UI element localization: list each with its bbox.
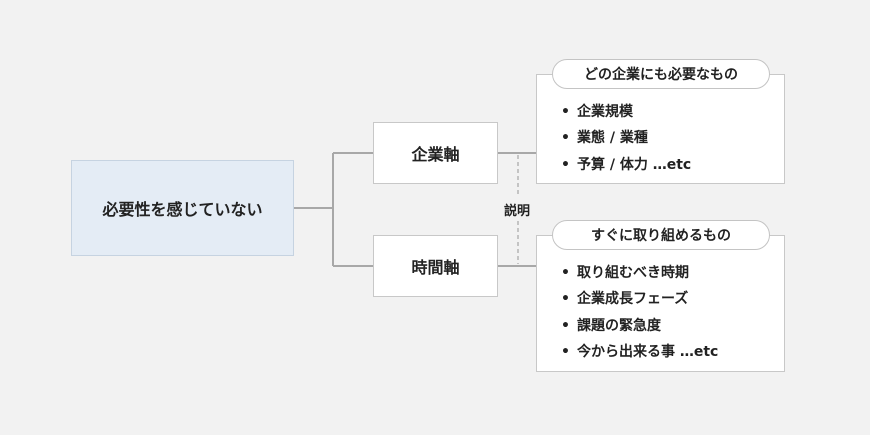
- list-item: 業態 / 業種: [561, 125, 691, 152]
- list-item: 取り組むべき時期: [561, 260, 718, 287]
- detail-box-company: 企業規模 業態 / 業種 予算 / 体力 …etc: [536, 74, 785, 184]
- list-item: 企業成長フェーズ: [561, 286, 718, 313]
- link-label-explanation: 説明: [504, 204, 531, 219]
- axis-label-time: 時間軸: [411, 258, 460, 277]
- detail-box-time: 取り組むべき時期 企業成長フェーズ 課題の緊急度 今から出来る事 …etc: [536, 235, 785, 372]
- detail-title-time-label: すぐに取り組めるもの: [591, 228, 731, 244]
- detail-title-company-label: どの企業にも必要なもの: [584, 67, 738, 83]
- detail-list-company: 企業規模 業態 / 業種 予算 / 体力 …etc: [561, 99, 691, 178]
- axis-node-company: 企業軸: [373, 122, 498, 184]
- axis-label-company: 企業軸: [411, 145, 460, 164]
- root-label: 必要性を感じていない: [102, 200, 263, 219]
- axis-node-time: 時間軸: [373, 235, 498, 297]
- detail-list-time: 取り組むべき時期 企業成長フェーズ 課題の緊急度 今から出来る事 …etc: [561, 260, 718, 365]
- list-item: 企業規模: [561, 99, 691, 126]
- root-node: 必要性を感じていない: [71, 160, 294, 256]
- detail-title-company: どの企業にも必要なもの: [552, 59, 770, 89]
- list-item: 予算 / 体力 …etc: [561, 152, 691, 179]
- list-item: 今から出来る事 …etc: [561, 339, 718, 366]
- detail-title-time: すぐに取り組めるもの: [552, 220, 770, 250]
- list-item: 課題の緊急度: [561, 313, 718, 340]
